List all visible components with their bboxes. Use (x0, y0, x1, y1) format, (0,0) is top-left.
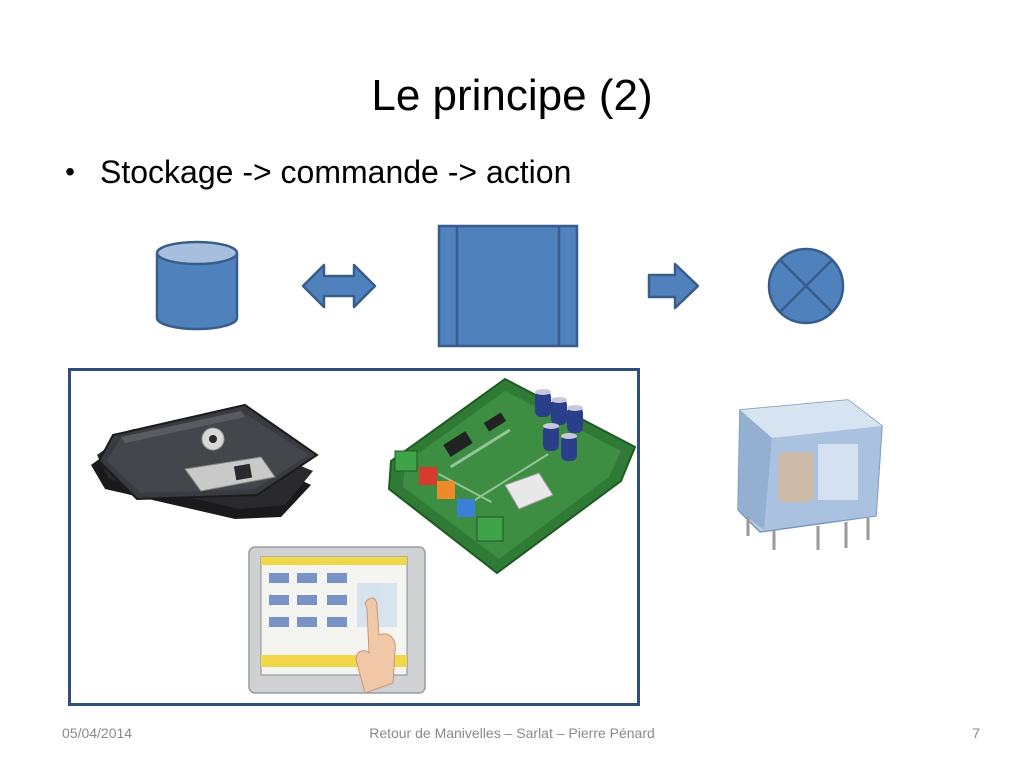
right-arrow-icon (647, 262, 700, 310)
bidirectional-arrow-icon (301, 263, 377, 309)
storage-cylinder-icon (155, 240, 239, 331)
controller-box-icon (437, 224, 579, 348)
slide-title: Le principe (2) (371, 71, 653, 120)
touch-panel-image (248, 546, 426, 694)
photo-frame (68, 368, 640, 706)
footer-page-number: 7 (972, 725, 980, 741)
bullet-item: • Stockage -> commande -> action (60, 150, 571, 194)
bullet-list: • Stockage -> commande -> action (60, 150, 571, 194)
relay-image (737, 399, 883, 550)
circuit-board-image (387, 377, 637, 575)
floppy-disks-image (91, 403, 319, 519)
footer-text: Retour de Manivelles – Sarlat – Pierre P… (369, 725, 655, 741)
footer-date: 05/04/2014 (62, 725, 133, 741)
lamp-symbol-icon (767, 247, 845, 325)
bullet-icon: • (65, 156, 75, 187)
bullet-text: Stockage -> commande -> action (100, 154, 572, 190)
